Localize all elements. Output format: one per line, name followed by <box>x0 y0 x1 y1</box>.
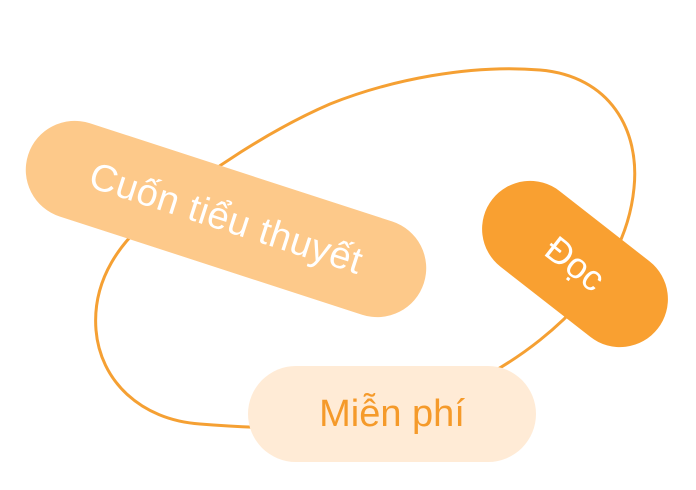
read-pill-label: Đọc <box>537 227 614 300</box>
free-pill: Miễn phí <box>248 366 536 462</box>
free-pill-label: Miễn phí <box>319 392 465 435</box>
